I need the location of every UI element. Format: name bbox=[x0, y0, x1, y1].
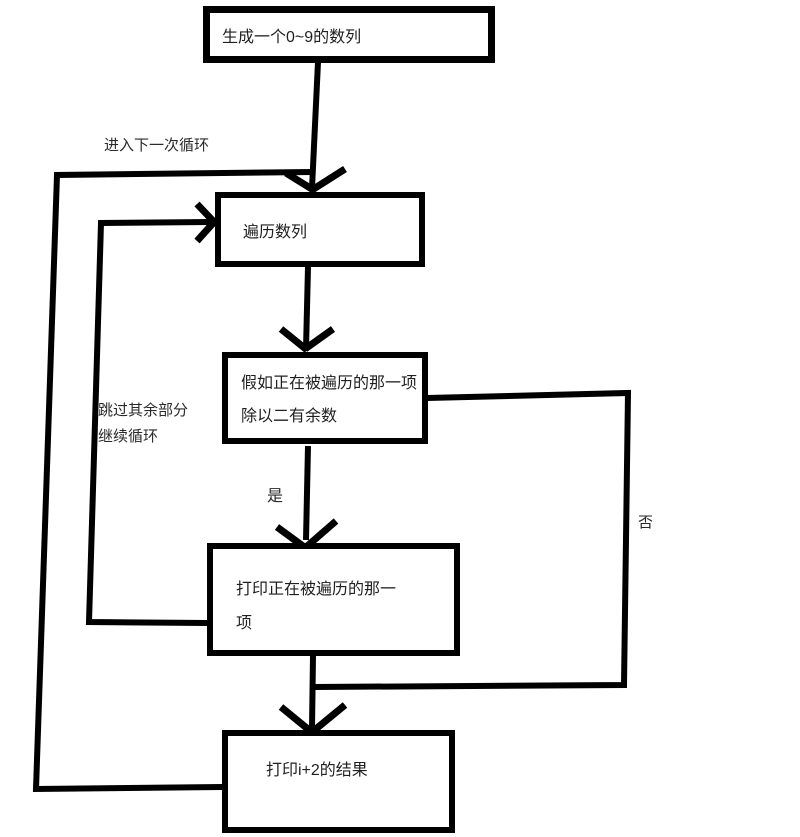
node-iterate-sequence-label: 遍历数列 bbox=[243, 223, 308, 241]
arrowhead-condition-left bbox=[278, 326, 310, 353]
edge-iterate-to-condition bbox=[303, 266, 311, 350]
label-skip-continue: 跳过其余部分 继续循环 bbox=[98, 398, 188, 450]
edge-print-item-to-result bbox=[309, 655, 316, 729]
edge-generate-to-iterate bbox=[309, 61, 321, 189]
arrowhead-iterate-left-lower bbox=[194, 218, 218, 244]
node-print-result: 打印i+2的结果 bbox=[222, 730, 455, 833]
arrowhead-condition-right bbox=[302, 326, 336, 352]
node-generate-sequence: 生成一个0~9的数列 bbox=[203, 6, 495, 63]
node-condition-line1: 假如正在被遍历的那一项 bbox=[241, 375, 418, 392]
node-print-result-label: 打印i+2的结果 bbox=[266, 762, 368, 779]
arrowhead-result-right bbox=[308, 702, 348, 736]
arrowhead-iterate-left-upper bbox=[194, 201, 219, 227]
node-condition-line2: 除以二有余数 bbox=[241, 408, 338, 425]
label-skip-line1: 跳过其余部分 bbox=[98, 402, 189, 419]
arrowhead-iterate-top-left bbox=[284, 170, 317, 194]
node-condition-remainder: 假如正在被遍历的那一项 除以二有余数 bbox=[222, 352, 428, 444]
node-generate-sequence-label: 生成一个0~9的数列 bbox=[222, 28, 362, 46]
node-iterate-sequence: 遍历数列 bbox=[215, 192, 425, 267]
node-print-item: 打印正在被遍历的那一 项 bbox=[207, 543, 460, 656]
node-print-item-line2: 项 bbox=[236, 615, 253, 632]
label-next-loop: 进入下一次循环 bbox=[104, 137, 210, 154]
label-skip-line2: 继续循环 bbox=[98, 428, 159, 445]
label-no: 否 bbox=[638, 514, 654, 531]
node-print-item-line1: 打印正在被遍历的那一 bbox=[236, 581, 397, 598]
arrowhead-iterate-top-right bbox=[310, 166, 347, 193]
edge-yes-branch bbox=[303, 445, 311, 541]
label-yes: 是 bbox=[267, 488, 284, 505]
